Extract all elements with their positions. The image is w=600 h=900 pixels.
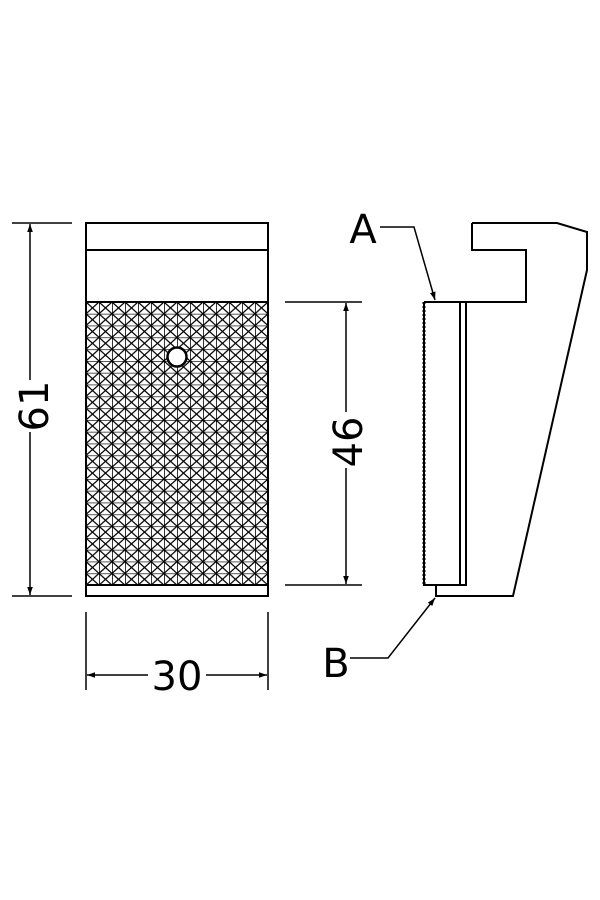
mounting-hole [166, 346, 188, 368]
dimension-46-label: 46 [326, 417, 372, 468]
dimension-30-label: 30 [152, 654, 203, 700]
callout-b-label: B [322, 641, 349, 687]
knurled-surface [86, 302, 268, 585]
side-view [422, 222, 588, 597]
callout-b [350, 597, 436, 659]
callout-a [380, 226, 436, 301]
dimension-30 [85, 612, 269, 690]
dimension-61 [12, 222, 72, 597]
callout-a-label: A [349, 207, 377, 253]
dimension-46 [285, 301, 362, 586]
dimension-61-label: 61 [12, 381, 58, 432]
side-profile-outline [424, 222, 588, 597]
front-outline [85, 222, 269, 597]
knurled-plate [423, 302, 467, 586]
front-view [85, 222, 269, 597]
